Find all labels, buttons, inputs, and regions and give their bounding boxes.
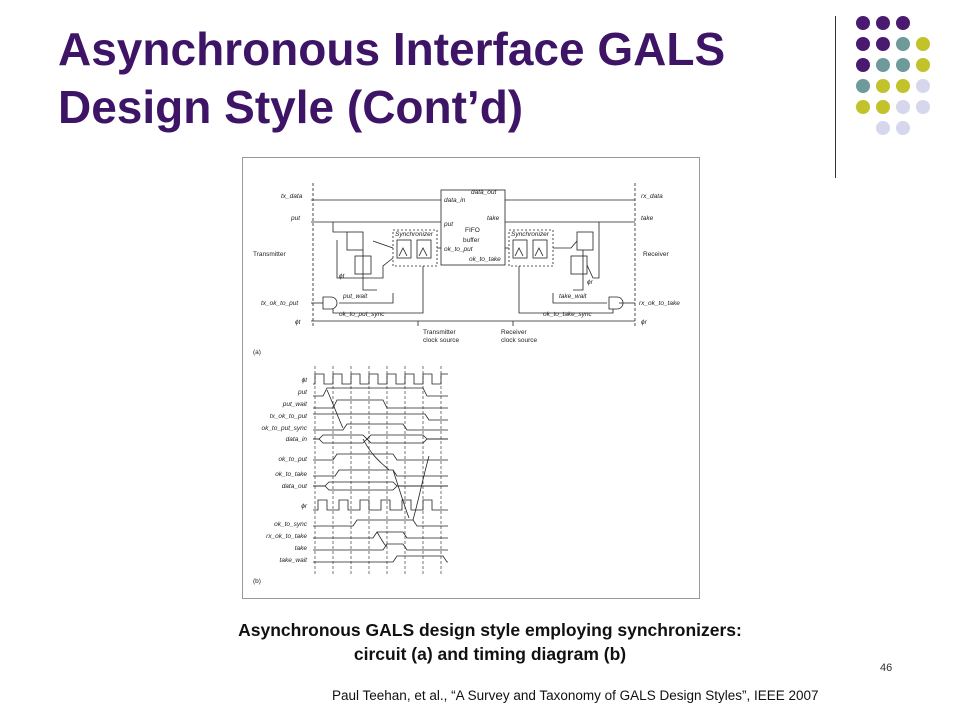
decorative-dot — [916, 100, 930, 114]
timing-label: put_wait — [282, 401, 308, 408]
timing-label: ok_to_take — [275, 471, 307, 478]
decorative-dot — [876, 37, 890, 51]
label-fifo-2: buffer — [463, 237, 480, 244]
caption-line-2: circuit (a) and timing diagram (b) — [353, 644, 627, 664]
decorative-dot — [916, 37, 930, 51]
label-tx-ok-to-put: tx_ok_to_put — [261, 300, 299, 307]
label-tx-clock-2: clock source — [423, 337, 460, 344]
page-number: 46 — [880, 662, 893, 674]
decorative-dot — [876, 79, 890, 93]
label-sync-right: Synchronizer — [511, 231, 550, 238]
label-panel-b: (b) — [253, 578, 261, 585]
label-rx-data: rx_data — [641, 193, 663, 200]
decorative-dot — [856, 37, 870, 51]
label-ok-to-take: ok_to_take — [469, 256, 501, 263]
decorative-dot — [876, 100, 890, 114]
label-transmitter: Transmitter — [253, 251, 286, 258]
timing-label: rx_ok_to_take — [266, 533, 307, 540]
decorative-dot — [896, 100, 910, 114]
timing-label: data_out — [282, 483, 308, 490]
label-data-out: data_out — [471, 189, 497, 196]
label-tx-data: tx_data — [281, 193, 303, 200]
decorative-dot — [896, 121, 910, 135]
label-take-wait: take_wait — [559, 293, 588, 300]
label-put: put — [290, 215, 301, 222]
timing-label: take_wait — [280, 557, 309, 564]
label-ok-to-put: ok_to_put — [444, 246, 474, 253]
decorative-dot — [896, 16, 910, 30]
label-tx-clock-1: Transmitter — [423, 329, 456, 336]
label-fifo-put: put — [443, 221, 454, 228]
title-line-2: Design Style (Cont’d) — [58, 81, 524, 133]
decorative-dot-grid — [852, 12, 952, 162]
timing-label: ϕt — [302, 377, 309, 384]
decorative-dot — [896, 58, 910, 72]
decorative-dot — [896, 79, 910, 93]
reference-citation: Paul Teehan, et al., “A Survey and Taxon… — [332, 688, 819, 703]
label-rx-clock-1: Receiver — [501, 329, 527, 336]
timing-label: ok_to_put_sync — [261, 425, 307, 432]
decorative-dot — [876, 121, 890, 135]
timing-label: tx_ok_to_put — [270, 413, 308, 420]
label-data-in: data_in — [444, 197, 466, 204]
decorative-dot — [896, 37, 910, 51]
label-sync-left: Synchronizer — [395, 231, 434, 238]
figure-caption: Asynchronous GALS design style employing… — [120, 618, 860, 666]
slide-title: Asynchronous Interface GALS Design Style… — [58, 20, 828, 136]
decorative-dot — [876, 16, 890, 30]
decorative-dot — [916, 58, 930, 72]
label-take: take — [641, 215, 654, 222]
decorative-dot — [856, 100, 870, 114]
label-rx-clock-2: clock source — [501, 337, 538, 344]
decorative-dot — [856, 16, 870, 30]
timing-label: ok_to_sync — [274, 521, 308, 528]
caption-line-1: Asynchronous GALS design style employing… — [238, 620, 742, 640]
decorative-dot — [856, 79, 870, 93]
label-put-wait: put_wait — [342, 293, 368, 300]
timing-label: data_in — [286, 436, 308, 443]
label-ok-to-take-sync: ok_to_take_sync — [543, 311, 593, 318]
label-receiver: Receiver — [643, 251, 669, 258]
timing-label: ϕr — [301, 503, 308, 510]
label-fifo-take: take — [487, 215, 500, 222]
divider-line — [835, 16, 836, 178]
decorative-dot — [916, 79, 930, 93]
figure-panel: tx_data put Transmitter tx_ok_to_put ϕt … — [242, 157, 700, 599]
timing-label: take — [295, 545, 308, 552]
title-line-1: Asynchronous Interface GALS — [58, 23, 726, 75]
decorative-dot — [856, 58, 870, 72]
circuit-timing-diagram: tx_data put Transmitter tx_ok_to_put ϕt … — [253, 183, 680, 585]
label-phi-t-inner: ϕt — [339, 273, 346, 280]
timing-label: put — [297, 389, 308, 396]
label-panel-a: (a) — [253, 349, 261, 356]
label-ok-to-put-sync: ok_to_put_sync — [339, 311, 385, 318]
decorative-dot — [876, 58, 890, 72]
label-phi-r-inner: ϕr — [587, 279, 594, 286]
label-phi-t: ϕt — [295, 319, 302, 326]
label-phi-r: ϕr — [641, 319, 648, 326]
label-rx-ok-to-take: rx_ok_to_take — [639, 300, 680, 307]
timing-label: ok_to_put — [278, 456, 308, 463]
label-fifo-1: FIFO — [465, 227, 480, 234]
